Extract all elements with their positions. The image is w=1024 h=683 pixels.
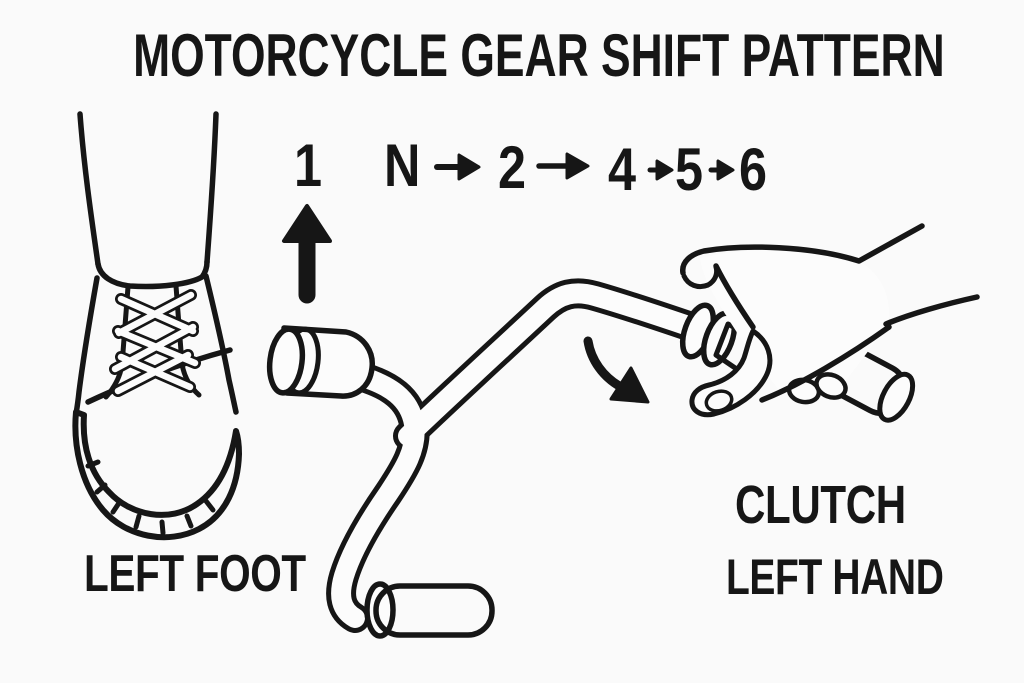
- handlebar-grip: [806, 337, 916, 423]
- foot-pedal: [364, 581, 495, 639]
- hand-outline: [680, 223, 980, 418]
- boot-sole: [72, 409, 242, 541]
- lever-arm: [326, 278, 715, 633]
- gear-label-neutral: N: [384, 132, 420, 199]
- gear-label-2: 2: [498, 134, 526, 201]
- gear-label-4: 4: [608, 136, 636, 203]
- page-title: MOTORCYCLE GEAR SHIFT PATTERN: [133, 22, 945, 89]
- gear-label-5: 5: [675, 136, 703, 203]
- left-hand-label: LEFT HAND: [726, 549, 944, 605]
- boot-illustration: [72, 111, 242, 541]
- up-arrow-icon: [282, 204, 332, 304]
- gear-label-6: 6: [739, 136, 767, 203]
- right-arrow-icon: [536, 152, 590, 180]
- gear-sequence-arrows: [434, 152, 735, 181]
- hand-illustration: [679, 223, 980, 423]
- left-foot-label: LEFT FOOT: [84, 545, 306, 603]
- pant-leg: [77, 111, 219, 290]
- shift-peg: [266, 325, 375, 399]
- fingertip: [814, 372, 848, 400]
- boot-laces: [109, 289, 201, 397]
- right-arrow-icon: [434, 153, 481, 181]
- right-arrow-icon: [647, 159, 674, 181]
- shift-lever-illustration: [266, 278, 715, 639]
- rotate-arrow-icon: [583, 336, 650, 404]
- clutch-label: CLUTCH: [735, 475, 906, 535]
- gear-label-1: 1: [294, 132, 322, 199]
- fingernail: [704, 389, 734, 413]
- right-arrow-icon: [708, 159, 735, 181]
